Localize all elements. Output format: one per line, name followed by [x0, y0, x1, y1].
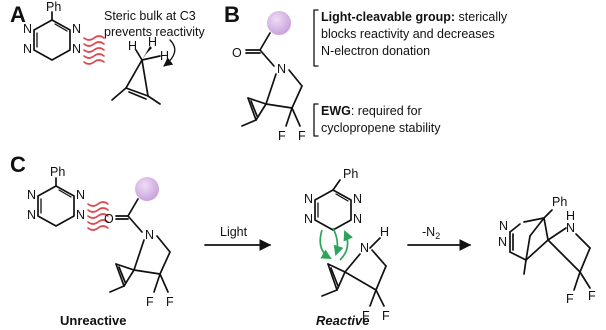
panel-c-ph-label: Ph — [50, 165, 65, 179]
panel-c-n-label: N — [566, 221, 575, 235]
panel-a-note-line1: Steric bulk at C3 — [104, 9, 196, 23]
panel-b-light-group-ball — [267, 11, 291, 35]
panel-a-note-line2: prevents reactivity — [104, 25, 205, 39]
panel-c-n-label: N — [76, 208, 85, 222]
panel-b-note1-line3: N-electron donation — [321, 44, 430, 58]
panel-c-n2-label: -N2 — [422, 225, 440, 241]
panel-c-n-label: N — [353, 212, 362, 226]
panel-c-tetrazine-unreactive: Ph N N N N — [27, 165, 85, 227]
panel-c-o-label: O — [104, 212, 114, 226]
panel-b-label: B — [224, 2, 240, 27]
panel-c-n-label: N — [360, 241, 369, 255]
panel-c-ph-label: Ph — [552, 195, 567, 209]
panel-a-cyclopropene: H H H — [111, 35, 169, 105]
panel-b-bracket-top — [313, 9, 319, 67]
panel-a-h-label: H — [160, 49, 169, 63]
panel-a-h-label: H — [148, 35, 157, 49]
panel-a-n-label: N — [72, 42, 81, 56]
panel-b-o-label: O — [232, 46, 242, 60]
panel-c-caption-unreactive: Unreactive — [60, 313, 126, 328]
panel-c-f-label: F — [588, 289, 596, 303]
panel-c-light-group-ball — [135, 177, 159, 201]
panel-b-note2-line1: EWG: required for — [321, 104, 422, 118]
panel-c-f-label: F — [566, 292, 574, 306]
panel-c-n-label: N — [304, 192, 313, 206]
panel-c-n-label: N — [499, 219, 508, 233]
panel-b-note1-line2: blocks reactivity and decreases — [321, 27, 495, 41]
panel-b-n-label: N — [277, 62, 286, 76]
panel-c-n-label: N — [304, 212, 313, 226]
panel-a-ph-label: Ph — [46, 0, 61, 14]
panel-c-n-label: N — [27, 208, 36, 222]
panel-c-molecule-unreactive: O N F F — [104, 198, 174, 309]
panel-c-product: N N Ph N H F F — [498, 195, 596, 306]
panel-c-ph-label: Ph — [343, 167, 358, 181]
panel-c-label: C — [10, 152, 26, 177]
panel-c-n-label: N — [76, 188, 85, 202]
panel-a-h-label: H — [128, 39, 137, 53]
panel-a: A Ph N N N N — [10, 0, 205, 105]
panel-b-f-label: F — [278, 129, 286, 143]
panel-c-molecule-reactive: N H F F — [321, 225, 390, 323]
panel-c-light-label: Light — [220, 225, 248, 239]
panel-a-steric-clash — [83, 35, 105, 65]
panel-c-n-label: N — [145, 228, 154, 242]
panel-c-electron-arrows — [319, 227, 353, 261]
panel-a-label: A — [10, 2, 26, 27]
panel-c-h-label: H — [380, 225, 389, 239]
panel-b-molecule: O N F F — [232, 32, 306, 143]
panel-a-pointer-arrow — [163, 39, 176, 67]
panel-c: C Ph N N N N O N — [10, 152, 596, 328]
panel-c-n-label: N — [27, 188, 36, 202]
panel-c-f-label: F — [382, 309, 390, 323]
panel-b-f-label: F — [298, 129, 306, 143]
panel-c-f-label: F — [362, 309, 370, 323]
panel-a-n-label: N — [23, 42, 32, 56]
panel-c-tetrazine-reactive: Ph N N N N — [304, 167, 362, 231]
panel-a-n-label: N — [23, 22, 32, 36]
panel-a-n-label: N — [72, 22, 81, 36]
panel-c-n-label: N — [353, 192, 362, 206]
panel-c-f-label: F — [146, 295, 154, 309]
panel-b-note1-line1: Light-cleavable group: sterically — [321, 10, 508, 24]
panel-c-f-label: F — [166, 295, 174, 309]
panel-b-note2-line2: cyclopropene stability — [321, 121, 441, 135]
panel-b-bracket-bottom — [313, 103, 319, 137]
panel-c-caption-reactive: Reactive — [316, 313, 369, 328]
panel-c-h-label: H — [566, 209, 575, 223]
panel-b: B O N F F — [224, 2, 508, 143]
panel-c-n-label: N — [498, 235, 507, 249]
panel-c-steric-clash — [87, 201, 109, 231]
panel-a-tetrazine: Ph N N N N — [23, 0, 81, 61]
